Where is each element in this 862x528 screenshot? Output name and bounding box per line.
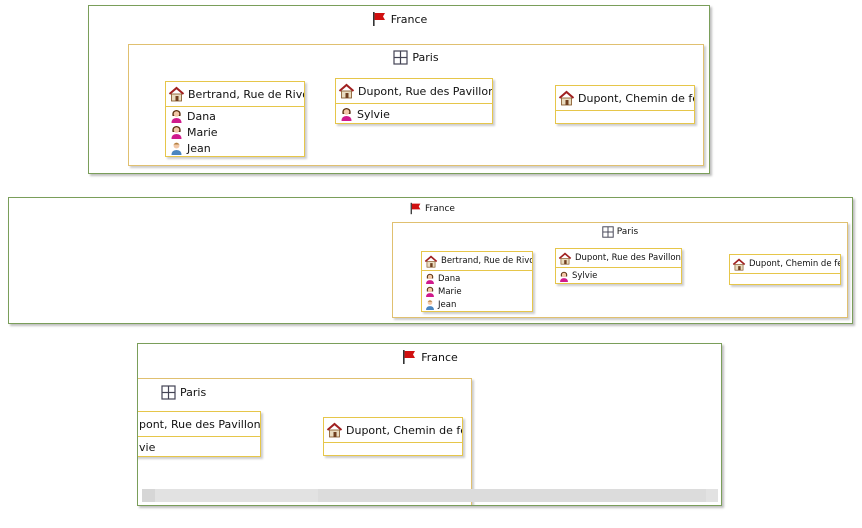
flag-icon bbox=[410, 202, 421, 215]
grid-icon bbox=[602, 226, 614, 238]
woman-icon bbox=[171, 126, 182, 139]
man-icon bbox=[171, 142, 182, 155]
house-name: Dupont, Chemin de fer bbox=[749, 259, 841, 269]
woman-icon bbox=[341, 108, 352, 121]
flag-icon bbox=[403, 350, 416, 364]
city-name: Paris bbox=[616, 227, 639, 237]
house-icon bbox=[558, 90, 575, 106]
person-name: vie bbox=[139, 441, 156, 454]
grid-icon bbox=[161, 385, 176, 400]
flag-icon bbox=[372, 12, 385, 26]
country-container-1[interactable]: France Paris Bertrand, Rue de Rivoli bbox=[88, 5, 710, 174]
person-name: Jean bbox=[438, 299, 457, 310]
house-name: Dupont, Rue des Pavillons bbox=[358, 84, 493, 98]
woman-icon bbox=[426, 286, 434, 297]
woman-icon bbox=[560, 271, 568, 282]
country-title: France bbox=[409, 202, 455, 215]
house-name: Dupont, Rue des Pavillons bbox=[575, 253, 682, 263]
person-name: Dana bbox=[187, 109, 216, 123]
city-title: Paris bbox=[161, 385, 206, 400]
woman-icon bbox=[171, 110, 182, 123]
person-name: Marie bbox=[438, 286, 462, 297]
person-item[interactable]: Dana bbox=[170, 108, 304, 124]
scrollbar-track-segment[interactable] bbox=[318, 489, 706, 502]
house-icon bbox=[424, 255, 438, 268]
person-item[interactable]: Sylvie bbox=[340, 105, 492, 123]
country-name: France bbox=[421, 350, 458, 364]
person-name: Sylvie bbox=[572, 271, 598, 281]
house-node[interactable]: Dupont, Rue des Pavillons Sylvie bbox=[335, 78, 493, 124]
city-title: Paris bbox=[393, 226, 847, 238]
house-node[interactable]: Dupont, Rue des Pavillons Sylvie bbox=[555, 248, 682, 284]
house-node[interactable]: Dupont, Chemin de fer bbox=[729, 254, 841, 285]
house-node[interactable]: Dupont, Chemin de fer bbox=[323, 417, 463, 456]
person-item[interactable]: vie bbox=[139, 438, 260, 456]
country-title: France bbox=[89, 11, 709, 27]
house-node[interactable]: pont, Rue des Pavillons vie bbox=[138, 411, 261, 457]
city-name: Paris bbox=[412, 51, 439, 64]
house-icon bbox=[338, 83, 355, 99]
house-node[interactable]: Bertrand, Rue de Rivoli Dana bbox=[165, 81, 305, 157]
country-name: France bbox=[425, 203, 455, 214]
person-name: Jean bbox=[187, 141, 211, 155]
scrollbar-thumb[interactable] bbox=[142, 489, 155, 502]
person-name: Dana bbox=[438, 273, 461, 284]
horizontal-scrollbar[interactable] bbox=[142, 489, 718, 502]
house-icon bbox=[732, 258, 746, 271]
city-title: Paris bbox=[129, 50, 703, 65]
country-container-2[interactable]: France Paris Bertrand, Rue de Rivoli bbox=[8, 197, 853, 324]
house-node[interactable]: Bertrand, Rue de Rivoli Dana bbox=[421, 251, 533, 312]
house-node[interactable]: Dupont, Chemin de fer bbox=[555, 85, 695, 124]
grid-icon bbox=[393, 50, 408, 65]
woman-icon bbox=[426, 273, 434, 284]
house-name: pont, Rue des Pavillons bbox=[139, 417, 261, 431]
house-name: Bertrand, Rue de Rivoli bbox=[188, 87, 305, 101]
house-icon bbox=[326, 422, 343, 438]
person-name: Sylvie bbox=[357, 107, 390, 121]
person-item[interactable]: Sylvie bbox=[559, 269, 681, 283]
person-item[interactable]: Jean bbox=[170, 140, 304, 156]
country-container-3[interactable]: France Paris pont, Rue des Pavillons vie bbox=[137, 343, 722, 506]
house-name: Dupont, Chemin de fer bbox=[346, 423, 463, 437]
person-name: Marie bbox=[187, 125, 218, 139]
city-container[interactable]: Paris Bertrand, Rue de Rivoli bbox=[392, 222, 848, 318]
person-item[interactable]: Marie bbox=[170, 124, 304, 140]
person-item[interactable]: Dana bbox=[425, 272, 532, 285]
city-container[interactable]: Paris Bertrand, Rue de Rivoli bbox=[128, 44, 704, 166]
person-item[interactable]: Marie bbox=[425, 285, 532, 298]
person-item[interactable]: Jean bbox=[425, 298, 532, 311]
city-container[interactable]: Paris pont, Rue des Pavillons vie Dupont… bbox=[138, 378, 472, 505]
city-name: Paris bbox=[180, 386, 207, 399]
house-icon bbox=[168, 86, 185, 102]
man-icon bbox=[426, 300, 434, 310]
country-title: France bbox=[138, 349, 721, 365]
country-name: France bbox=[390, 12, 428, 26]
house-icon bbox=[558, 252, 572, 265]
house-name: Dupont, Chemin de fer bbox=[578, 91, 695, 105]
house-name: Bertrand, Rue de Rivoli bbox=[441, 256, 533, 266]
